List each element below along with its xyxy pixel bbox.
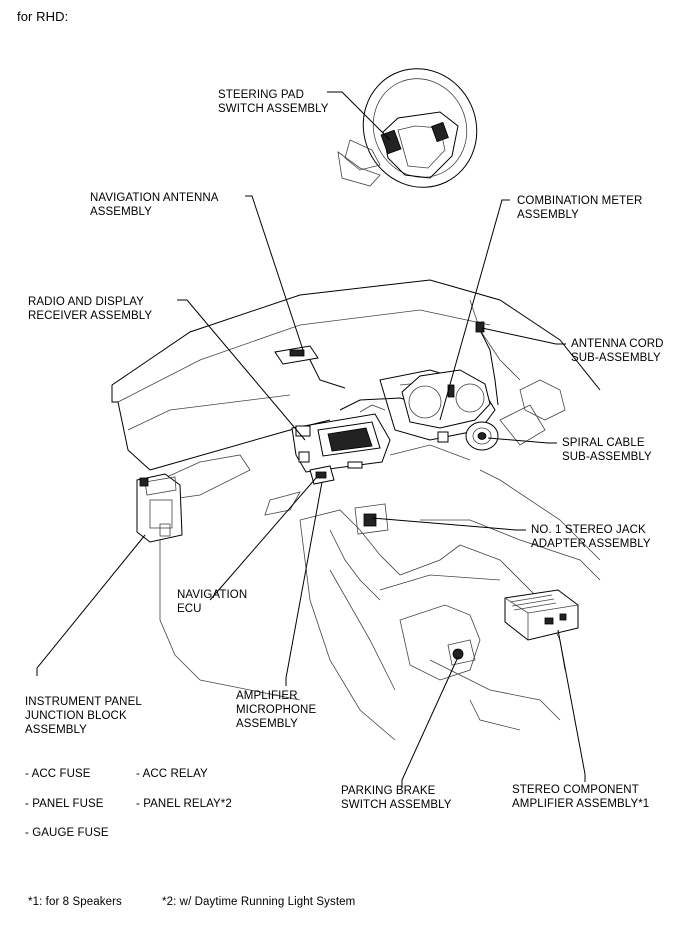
label-navigation-antenna: NAVIGATION ANTENNA ASSEMBLY [90,192,219,218]
navigation-antenna-drawing [274,345,346,389]
junction-block-drawing [136,473,183,543]
footnote-2: *2: w/ Daytime Running Light System [162,896,356,908]
label-spiral-cable: SPIRAL CABLE SUB-ASSEMBLY [562,437,652,463]
antenna-cord-drawing [475,321,485,333]
stereo-amplifier-drawing [504,589,579,641]
antenna-cord-cable [479,329,499,406]
label-stereo-jack-adapter: NO. 1 STEREO JACK ADAPTER ASSEMBLY [531,524,651,550]
steering-wheel-drawing [337,68,478,188]
label-parking-brake-switch: PARKING BRAKE SWITCH ASSEMBLY [341,785,452,811]
label-stereo-component-amplifier: STEREO COMPONENT AMPLIFIER ASSEMBLY*1 [512,784,650,810]
navigation-ecu-drawing [309,465,335,485]
parking-brake-drawing [447,639,476,666]
page-title: for RHD: [17,9,69,24]
dashboard-outline [111,279,601,741]
relay-panel: - PANEL RELAY*2 [136,798,232,810]
fuse-panel: - PANEL FUSE [25,798,104,810]
fuse-gauge: - GAUGE FUSE [25,827,109,839]
label-antenna-cord: ANTENNA CORD SUB-ASSEMBLY [571,338,664,364]
fuse-acc: - ACC FUSE [25,768,91,780]
label-radio-display-receiver: RADIO AND DISPLAY RECEIVER ASSEMBLY [28,296,153,322]
relay-acc: - ACC RELAY [136,768,208,780]
leader-lines [36,91,586,788]
radio-display-receiver-drawing [291,404,391,473]
label-instrument-panel-junction-block: INSTRUMENT PANEL JUNCTION BLOCK ASSEMBLY [25,696,142,736]
stereo-jack-drawing [354,503,389,535]
footnote-1: *1: for 8 Speakers [28,896,122,908]
label-amplifier-microphone: AMPLIFIER MICROPHONE ASSEMBLY [236,690,317,730]
label-navigation-ecu: NAVIGATION ECU [177,589,248,615]
spiral-cable-drawing [465,421,499,451]
label-combination-meter: COMBINATION METER ASSEMBLY [517,195,643,221]
label-steering-pad-switch: STEERING PAD SWITCH ASSEMBLY [218,89,329,115]
